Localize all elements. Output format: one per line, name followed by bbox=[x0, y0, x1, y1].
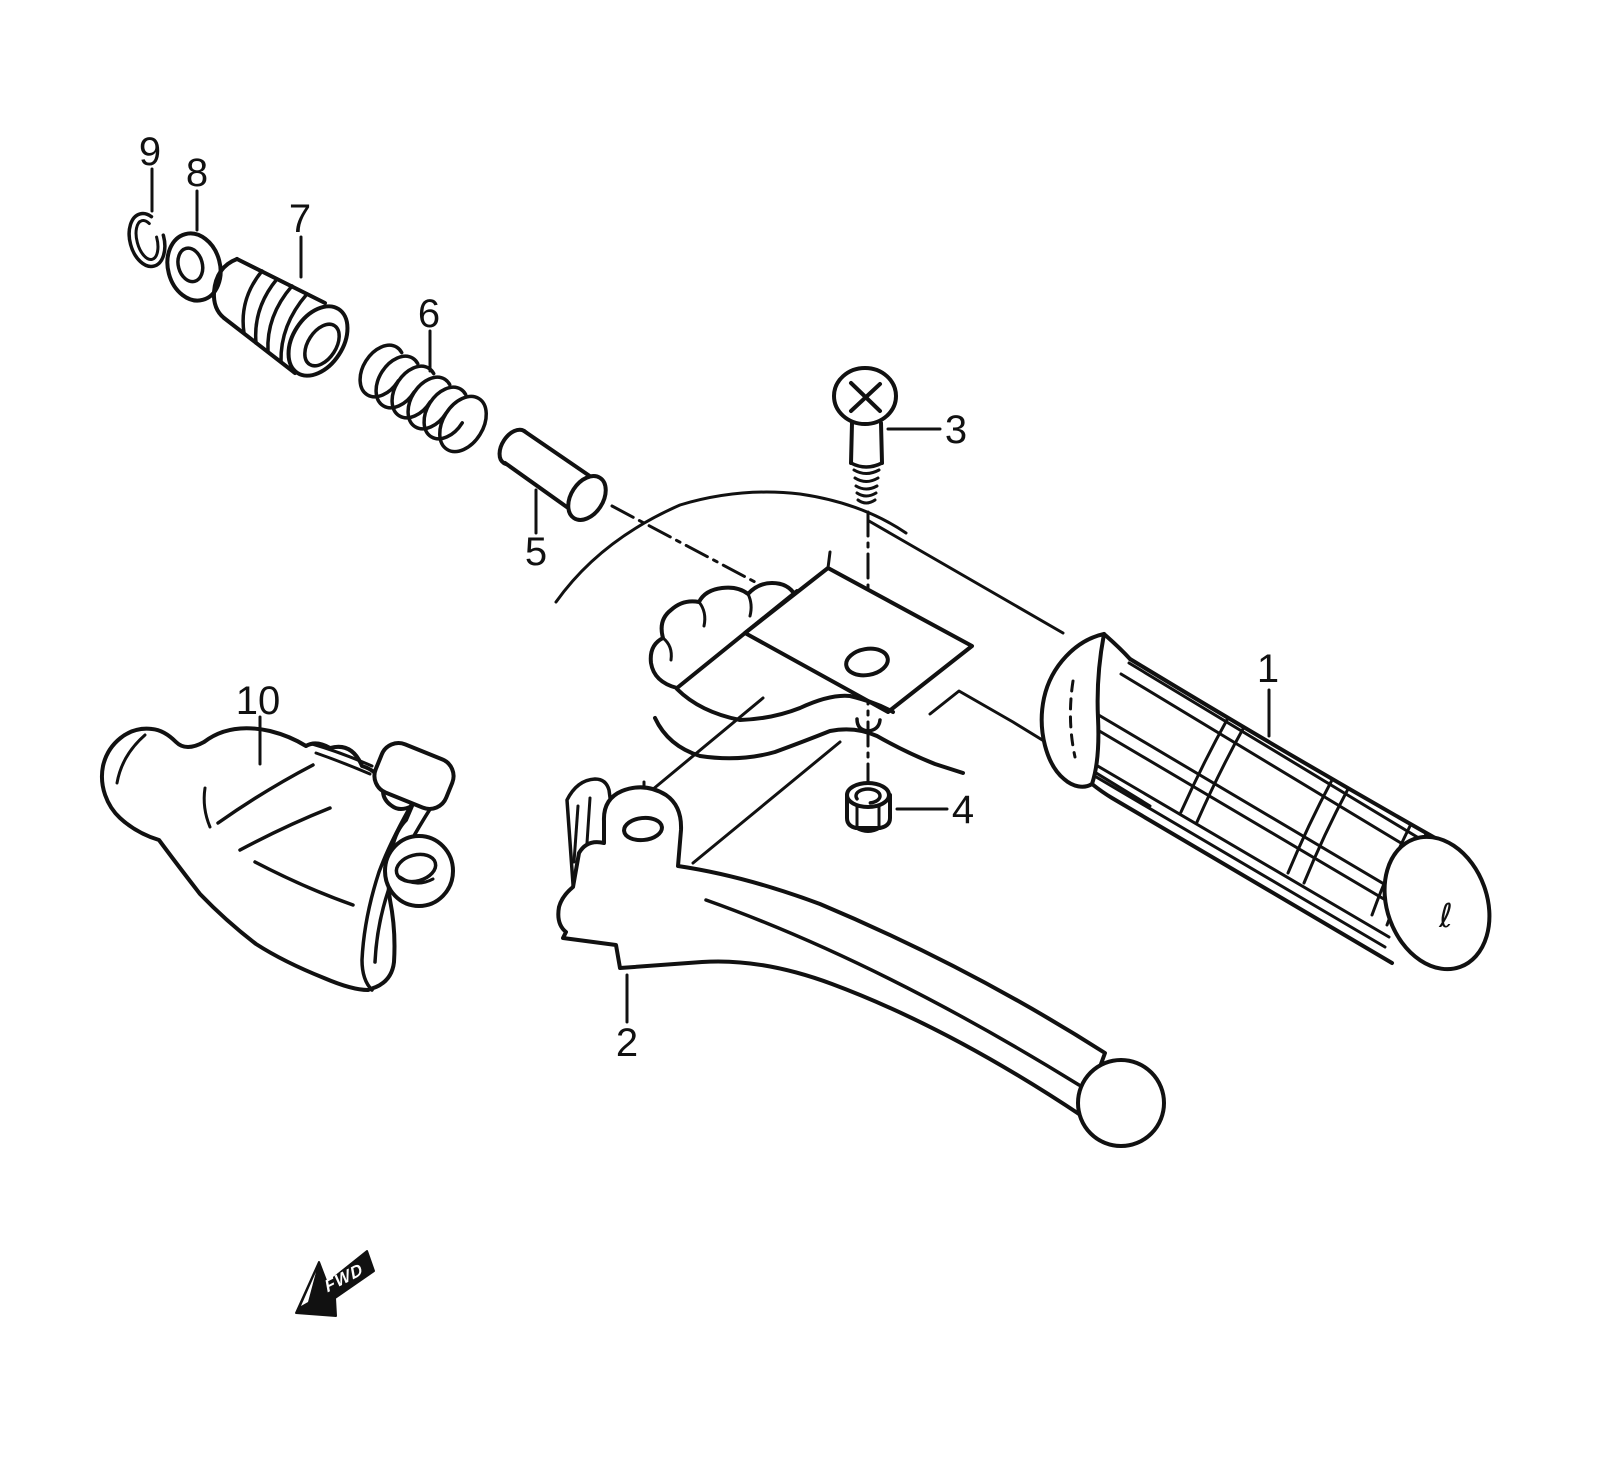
fwd-arrow-icon bbox=[295, 1250, 375, 1317]
pin-axis-centerline bbox=[610, 504, 772, 592]
lever-nut-part bbox=[845, 781, 892, 833]
nut-seat-hole bbox=[855, 717, 882, 733]
callout-label-2: 2 bbox=[616, 1021, 638, 1065]
callouts: 1 2 3 4 5 6 7 8 bbox=[139, 130, 1279, 1065]
fwd-direction-marker: FWD bbox=[295, 1250, 375, 1317]
screw-hole bbox=[844, 646, 890, 678]
callout-5: 5 bbox=[525, 488, 547, 574]
callout-2: 2 bbox=[616, 973, 638, 1065]
spring-part bbox=[358, 343, 488, 454]
lever-screw-part bbox=[832, 366, 898, 505]
callout-label-10: 10 bbox=[236, 679, 281, 723]
callout-label-4: 4 bbox=[952, 788, 974, 832]
callout-label-6: 6 bbox=[418, 292, 440, 336]
lever-ball-end bbox=[1076, 1058, 1166, 1148]
callout-1: 1 bbox=[1257, 647, 1279, 738]
handle-grip-part: ℓ bbox=[1039, 632, 1492, 972]
grip-end-mark: ℓ bbox=[1438, 896, 1453, 935]
grip-end-cap bbox=[1382, 834, 1492, 972]
plunger-pin-part bbox=[497, 427, 608, 522]
callout-6: 6 bbox=[418, 292, 440, 373]
callout-8: 8 bbox=[186, 151, 208, 232]
washer-part bbox=[165, 231, 223, 303]
alignment-line-upper bbox=[650, 696, 765, 792]
callout-label-9: 9 bbox=[139, 130, 161, 174]
callout-label-7: 7 bbox=[289, 197, 311, 241]
brake-lever-part bbox=[556, 777, 1166, 1148]
callout-4: 4 bbox=[895, 788, 974, 832]
circlip-part bbox=[127, 211, 167, 269]
lever-cover-part bbox=[100, 726, 456, 992]
lever-holder-bracket bbox=[648, 550, 974, 775]
callout-label-5: 5 bbox=[525, 530, 547, 574]
callout-3: 3 bbox=[886, 408, 967, 452]
callout-9: 9 bbox=[139, 130, 161, 213]
callout-label-3: 3 bbox=[945, 408, 967, 452]
alignment-line-lower bbox=[691, 740, 842, 865]
boot-thumb-cap bbox=[372, 741, 456, 811]
callout-label-1: 1 bbox=[1257, 647, 1279, 691]
callout-7: 7 bbox=[289, 197, 311, 279]
callout-10: 10 bbox=[236, 679, 281, 766]
lever-pivot-hole bbox=[622, 815, 664, 843]
bracket-plate bbox=[743, 566, 974, 714]
callout-label-8: 8 bbox=[186, 151, 208, 195]
adjuster-boot-part bbox=[211, 257, 350, 378]
